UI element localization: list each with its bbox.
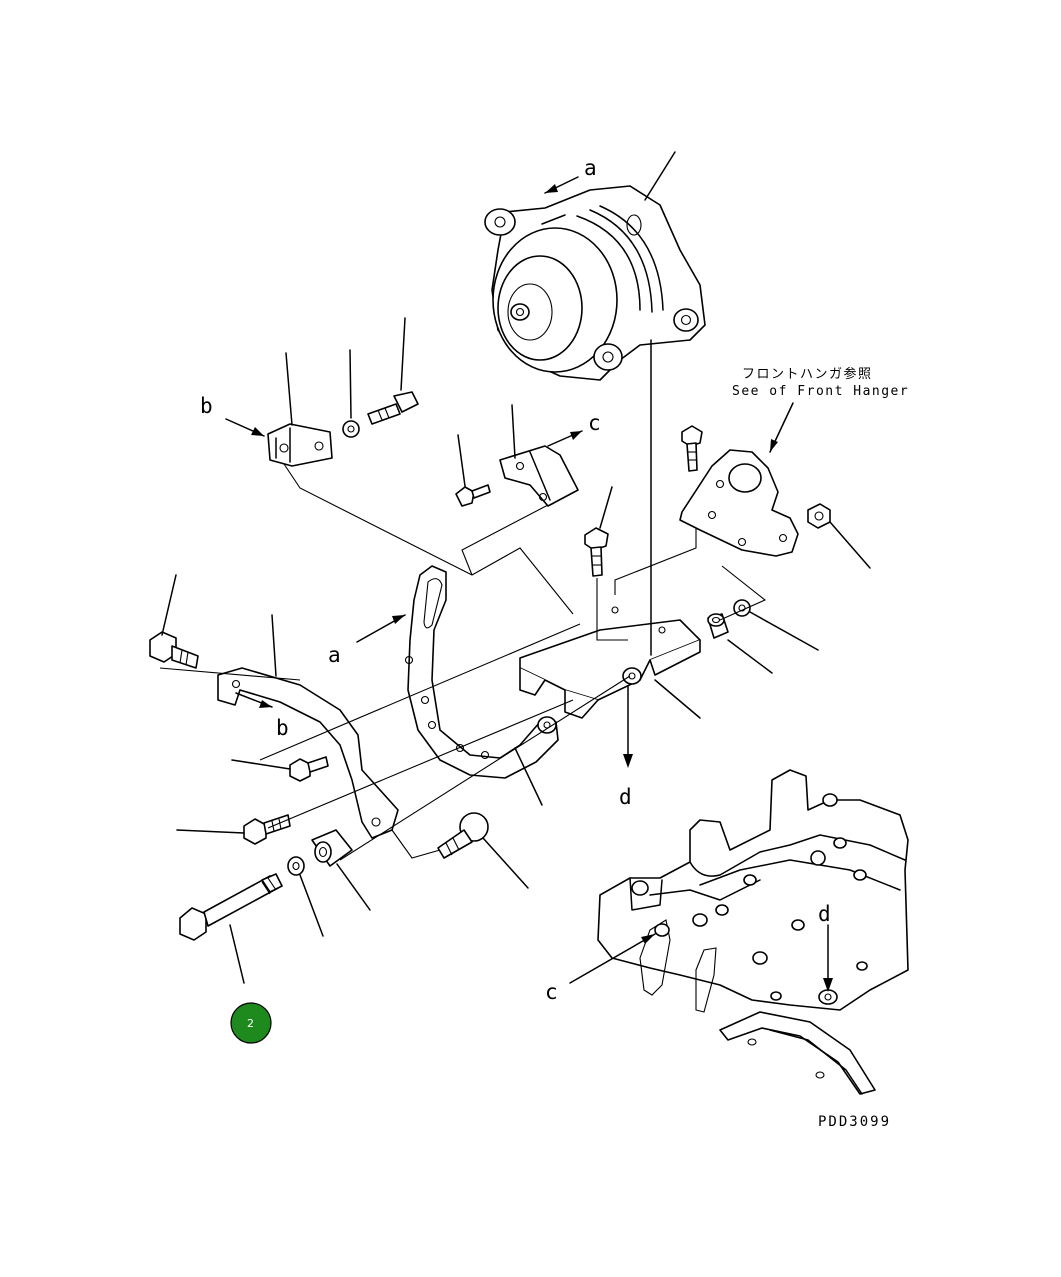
label-d-mid: d	[619, 785, 632, 809]
bolt-top	[367, 317, 419, 425]
bolt-left-mid	[231, 756, 329, 782]
bolt-clamp	[455, 434, 491, 507]
washer-right	[733, 599, 819, 651]
washer-lower	[287, 856, 324, 937]
callout-d-head: d	[818, 902, 833, 992]
bolt-center	[584, 486, 613, 577]
callout-b-top: b	[200, 394, 265, 437]
callout-badge[interactable]: 2	[230, 1002, 272, 1044]
callout-d-mid: d	[619, 685, 633, 809]
callout-a-left: a	[328, 614, 406, 667]
note-english: See of Front Hanger	[732, 384, 909, 399]
label-a-top: a	[584, 156, 597, 180]
washer-top	[342, 349, 360, 438]
bolt-long	[179, 873, 283, 984]
alternator	[484, 151, 706, 381]
bolt-left-lower	[176, 814, 291, 845]
drawing-code: PDD3099	[818, 1114, 891, 1130]
label-c-top: c	[588, 411, 601, 435]
label-b-top: b	[200, 394, 213, 418]
callout-c-bottom: c	[545, 933, 656, 1004]
left-stay	[217, 614, 399, 839]
bolt-hanger	[681, 425, 703, 472]
nut-hanger	[807, 503, 871, 569]
assembly-lines	[159, 463, 767, 861]
bolt-left-top	[149, 574, 199, 669]
main-bracket	[519, 339, 701, 719]
note-japanese: フロントハンガ参照	[742, 366, 873, 382]
spacer-lower	[311, 829, 371, 911]
front-hanger	[679, 402, 799, 557]
callout-b-lower: b	[235, 692, 289, 740]
callout-c-top: c	[547, 411, 601, 447]
link-plate	[267, 352, 333, 467]
stud-bolt	[437, 812, 529, 889]
callout-badge-number: 2	[247, 1017, 254, 1030]
front-hanger-note: フロントハンガ参照 See of Front Hanger	[732, 366, 909, 399]
label-c-bottom: c	[545, 980, 558, 1004]
label-b-lower: b	[276, 716, 289, 740]
label-a-left: a	[328, 643, 341, 667]
callout-a-top: a	[544, 156, 597, 194]
label-d-head: d	[818, 902, 831, 926]
spacer-right	[707, 613, 773, 674]
cylinder-head	[597, 769, 909, 1095]
clamp	[499, 404, 579, 507]
adjusting-plate	[404, 565, 559, 806]
